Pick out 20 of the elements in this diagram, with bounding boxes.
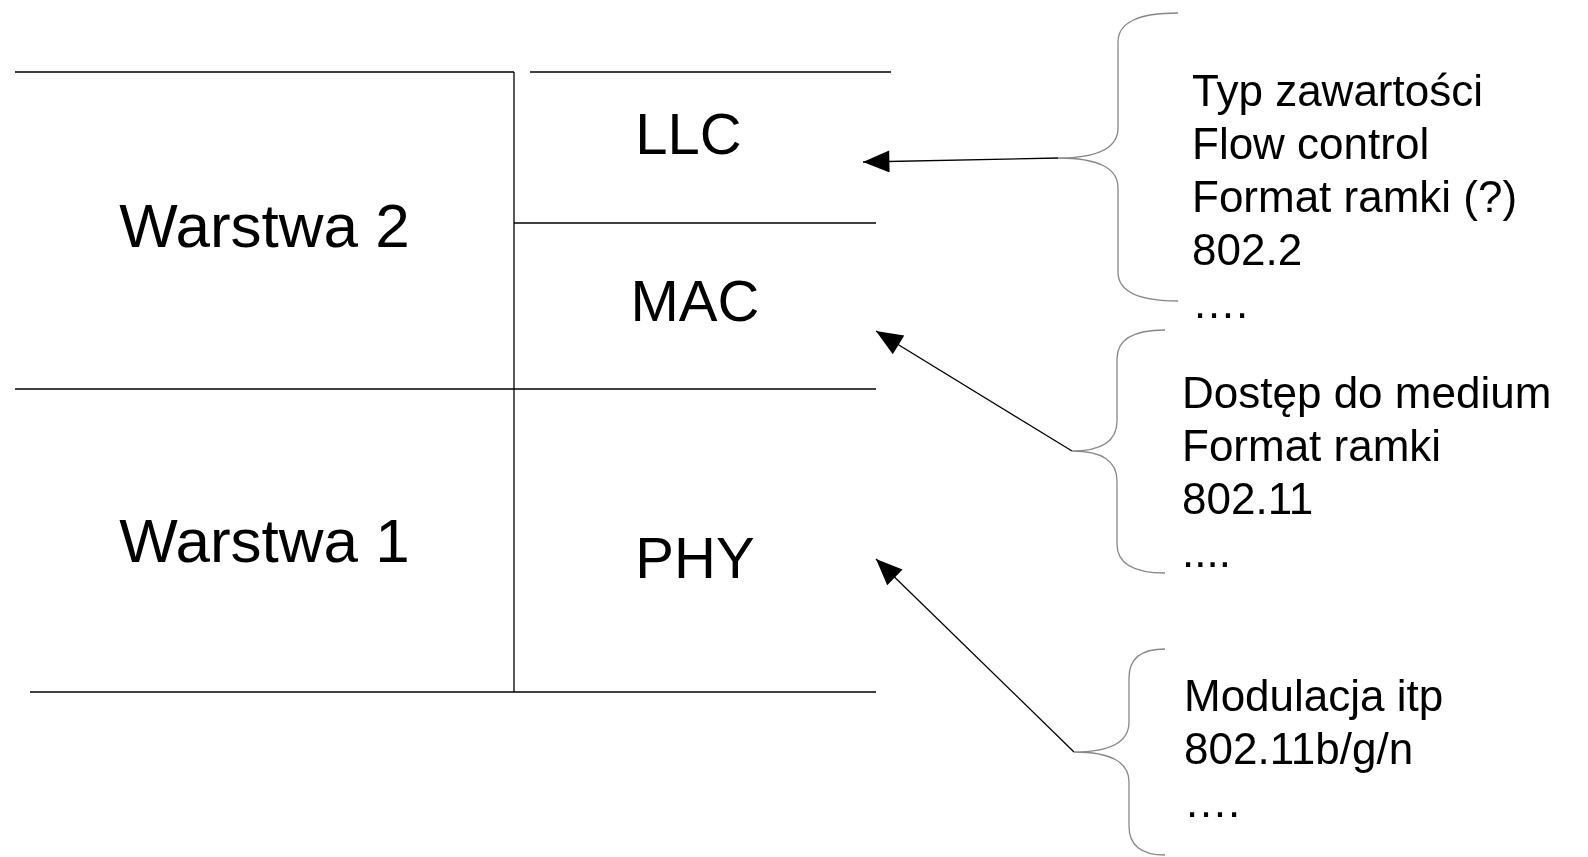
list-item: ….	[1184, 776, 1241, 828]
list-item: Format ramki	[1182, 420, 1442, 472]
arrow	[875, 558, 1075, 753]
list-item: Format ramki (?)	[1192, 171, 1518, 223]
layer-label: Warstwa 1	[119, 505, 410, 576]
arrow	[862, 150, 1059, 173]
list-item: Typ zawartości	[1192, 65, 1483, 117]
list-item: Modulacja itp	[1184, 670, 1444, 722]
layer-label: LLC	[635, 100, 742, 167]
list-item: Flow control	[1192, 118, 1430, 170]
layer-label: Warstwa 2	[119, 190, 410, 261]
list-item: 802.11b/g/n	[1184, 723, 1414, 775]
list-item: ....	[1182, 526, 1231, 578]
list-item: 802.2	[1192, 224, 1303, 276]
layer-label: MAC	[630, 266, 760, 334]
list-item: 802.11	[1182, 473, 1314, 525]
arrow	[875, 330, 1073, 452]
layer-label: PHY	[635, 524, 755, 591]
list-item: ….	[1192, 277, 1249, 329]
list-item: Dostęp do medium	[1182, 367, 1552, 419]
